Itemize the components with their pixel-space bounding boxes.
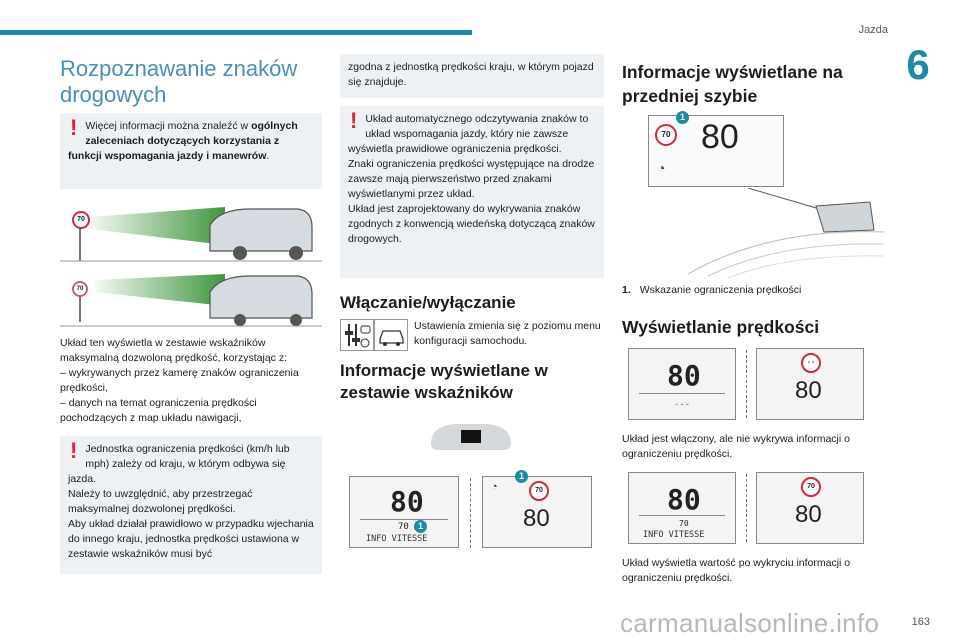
gauge-icon: ◔ bbox=[657, 160, 666, 176]
separator bbox=[746, 350, 748, 418]
warning-icon: ! bbox=[350, 108, 358, 133]
note3-line1: Układ automatycznego odczytywania znaków… bbox=[348, 113, 589, 155]
note3-line2: Znaki ograniczenia prędkości występujące… bbox=[348, 158, 595, 200]
callout-badge-2: 1 bbox=[515, 470, 528, 483]
speed-value-right: 80 bbox=[523, 505, 550, 532]
speed-display-2r: 70 80 bbox=[756, 472, 864, 544]
heading-onoff: Włączanie/wyłączanie bbox=[340, 293, 516, 312]
dash-value: - - - bbox=[675, 399, 689, 409]
heading-hud: Informacje wyświetlane na przedniej szyb… bbox=[622, 62, 843, 106]
speed-value: 80 bbox=[667, 359, 701, 392]
separator bbox=[746, 474, 748, 542]
note1-end: . bbox=[266, 150, 270, 162]
note2-line1: Jednostka ograniczenia prędkości (km/h l… bbox=[68, 443, 290, 485]
cluster-display-right: 70 ◔ 80 bbox=[482, 476, 592, 548]
para-3: – danych na temat ograniczenia prędkości… bbox=[60, 397, 257, 424]
page-title: Rozpoznawanie znaków drogowych bbox=[60, 56, 298, 107]
page-number: 163 bbox=[911, 616, 930, 628]
speed-display-1: 80 - - - bbox=[628, 348, 736, 420]
speed-value-right: 80 bbox=[795, 377, 822, 404]
note3-line3: Układ jest zaprojektowany do wykrywania … bbox=[348, 203, 595, 245]
separator bbox=[470, 478, 472, 548]
settings-icons bbox=[340, 319, 408, 351]
cont-text: zgodna z jednostką prędkości kraju, w kt… bbox=[348, 61, 594, 88]
cluster-display-left: 80 70 INFO VITESSE bbox=[349, 476, 459, 548]
text-1: Układ jest włączony, ale nie wykrywa inf… bbox=[622, 433, 850, 460]
text-2: Układ wyświetla wartość po wykryciu info… bbox=[622, 557, 851, 584]
heading-speed: Wyświetlanie prędkości bbox=[622, 317, 820, 337]
limit-small: 70 bbox=[679, 519, 689, 528]
hud-speed: 80 bbox=[701, 118, 739, 156]
section-header: Jazda bbox=[858, 24, 888, 36]
note2-line3: Aby układ działał prawidłowo w przypadku… bbox=[68, 518, 314, 560]
note-continuation: zgodna z jednostką prędkości kraju, w kt… bbox=[340, 54, 604, 98]
chapter-number: 6 bbox=[906, 41, 930, 88]
limit-small: 70 bbox=[398, 522, 409, 532]
cluster-location-icon bbox=[431, 424, 511, 450]
hud-display: 70 80 ◔ bbox=[648, 115, 784, 187]
top-accent-bar bbox=[0, 30, 472, 35]
note2-line2: Należy to uwzględnić, aby przestrzegać m… bbox=[68, 488, 253, 515]
car-illustration-1 bbox=[60, 207, 322, 262]
note1-line1: Więcej informacji można znaleźć w bbox=[85, 120, 249, 132]
note1-bold: ogólnych zaleceniach dotyczących korzyst… bbox=[68, 120, 298, 162]
speed-value: 80 bbox=[390, 485, 424, 518]
speed-sign-icon: 70 bbox=[529, 481, 549, 501]
windshield-illustration bbox=[687, 188, 885, 278]
para-2: – wykrywanych przez kamerę znaków ograni… bbox=[60, 367, 299, 394]
info-vitesse: INFO VITESSE bbox=[643, 530, 705, 540]
car-illustration-2 bbox=[60, 274, 322, 327]
speed-sign-icon: 70 bbox=[72, 211, 90, 229]
speed-sign-icon: - - bbox=[801, 353, 821, 373]
speed-sign-icon: 70 bbox=[801, 477, 821, 497]
info-vitesse: INFO VITESSE bbox=[366, 534, 428, 544]
gauge-icon: ◔ bbox=[491, 481, 498, 493]
watermark: carmanualsonline.info bbox=[620, 608, 880, 638]
callout-badge-hud: 1 bbox=[676, 111, 689, 124]
note-box-2: ! Jednostka ograniczenia prędkości (km/h… bbox=[60, 436, 322, 574]
caption: 1. Wskazanie ograniczenia prędkości bbox=[622, 284, 801, 296]
intro-text: Układ ten wyświetla w zestawie wskaźnikó… bbox=[60, 336, 322, 426]
caption-number: 1. bbox=[622, 284, 631, 296]
onoff-text: Ustawienia zmienia się z poziomu menu ko… bbox=[414, 320, 601, 347]
warning-icon: ! bbox=[70, 438, 78, 463]
speed-display-1r: - - 80 bbox=[756, 348, 864, 420]
caption-text: Wskazanie ograniczenia prędkości bbox=[639, 284, 802, 296]
warning-icon: ! bbox=[70, 115, 78, 140]
note-box-1: ! Więcej informacji można znaleźć w ogól… bbox=[60, 113, 322, 189]
speed-value: 80 bbox=[667, 483, 701, 516]
callout-badge: 1 bbox=[414, 520, 427, 533]
para-1: Układ ten wyświetla w zestawie wskaźnikó… bbox=[60, 337, 288, 364]
left-column: Rozpoznawanie znaków drogowych bbox=[60, 56, 322, 108]
speed-sign-icon-2: 70 bbox=[72, 281, 88, 297]
speed-value-right: 80 bbox=[795, 501, 822, 528]
note-box-3: ! Układ automatycznego odczytywania znak… bbox=[340, 106, 604, 278]
heading-cluster: Informacje wyświetlane w zestawie wskaźn… bbox=[340, 361, 548, 402]
speed-sign-icon: 70 bbox=[655, 124, 677, 146]
speed-display-2: 80 70 INFO VITESSE bbox=[628, 472, 736, 544]
